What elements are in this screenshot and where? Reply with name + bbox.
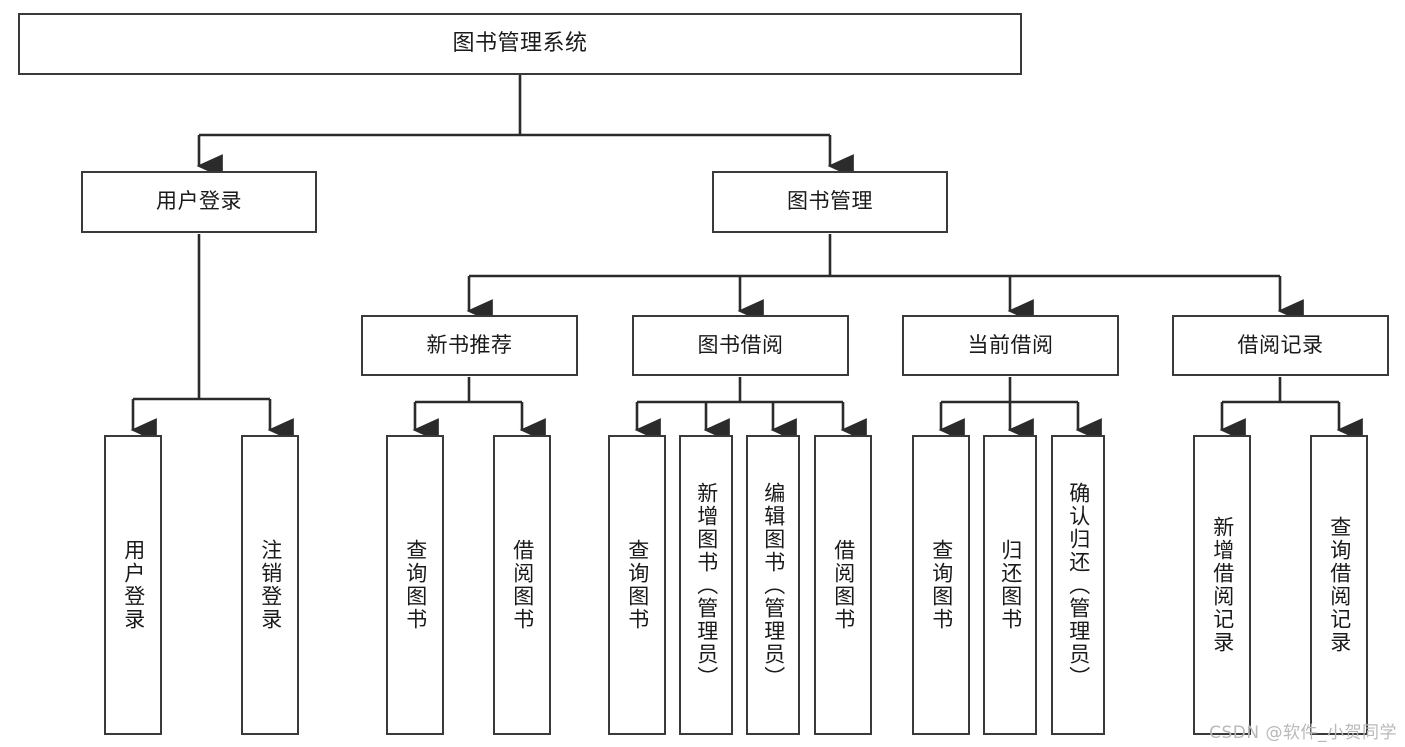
node-label: 新书推荐 <box>426 332 513 357</box>
node-current-borrow[interactable]: 当前借阅 <box>902 315 1119 376</box>
leaf-new-book-query-book[interactable]: 查询图书 <box>386 435 444 735</box>
node-label: 查询借阅记录 <box>1327 516 1352 654</box>
node-label: 图书借阅 <box>697 332 784 357</box>
node-label: 确认归还（管理员） <box>1066 481 1091 689</box>
node-label: 查询图书 <box>929 539 954 631</box>
node-root-book-management-system[interactable]: 图书管理系统 <box>18 13 1022 75</box>
leaf-borrow-record-add-record[interactable]: 新增借阅记录 <box>1193 435 1251 735</box>
node-label: 查询图书 <box>625 539 650 631</box>
node-label: 查询图书 <box>403 539 428 631</box>
node-label: 注销登录 <box>258 539 283 631</box>
node-borrow-record[interactable]: 借阅记录 <box>1172 315 1389 376</box>
leaf-user-login-logout[interactable]: 注销登录 <box>241 435 299 735</box>
node-label: 图书管理 <box>787 189 873 214</box>
node-label: 借阅图书 <box>831 539 856 631</box>
node-label: 归还图书 <box>998 539 1023 631</box>
leaf-new-book-borrow-book[interactable]: 借阅图书 <box>493 435 551 735</box>
node-label: 用户登录 <box>156 189 242 214</box>
leaf-current-borrow-confirm-return-admin[interactable]: 确认归还（管理员） <box>1051 435 1105 735</box>
node-label: 借阅记录 <box>1237 332 1324 357</box>
node-label: 图书管理系统 <box>452 30 588 56</box>
node-label: 编辑图书（管理员） <box>761 481 786 689</box>
node-new-book-recommend[interactable]: 新书推荐 <box>361 315 578 376</box>
node-label: 借阅图书 <box>510 539 535 631</box>
node-book-borrow[interactable]: 图书借阅 <box>632 315 849 376</box>
node-user-login[interactable]: 用户登录 <box>81 171 317 233</box>
node-book-management[interactable]: 图书管理 <box>712 171 948 233</box>
node-label: 当前借阅 <box>967 332 1054 357</box>
watermark-text: CSDN @软件_小贺同学 <box>1209 723 1397 743</box>
leaf-book-borrow-query-book[interactable]: 查询图书 <box>608 435 666 735</box>
leaf-borrow-record-query-record[interactable]: 查询借阅记录 <box>1310 435 1368 735</box>
leaf-book-borrow-edit-book-admin[interactable]: 编辑图书（管理员） <box>746 435 800 735</box>
leaf-current-borrow-return-book[interactable]: 归还图书 <box>983 435 1037 735</box>
node-label: 新增借阅记录 <box>1210 516 1235 654</box>
node-label: 用户登录 <box>121 539 146 631</box>
leaf-user-login-login[interactable]: 用户登录 <box>104 435 162 735</box>
leaf-book-borrow-add-book-admin[interactable]: 新增图书（管理员） <box>679 435 733 735</box>
leaf-current-borrow-query-book[interactable]: 查询图书 <box>912 435 970 735</box>
leaf-book-borrow-borrow-book[interactable]: 借阅图书 <box>814 435 872 735</box>
node-label: 新增图书（管理员） <box>694 481 719 689</box>
